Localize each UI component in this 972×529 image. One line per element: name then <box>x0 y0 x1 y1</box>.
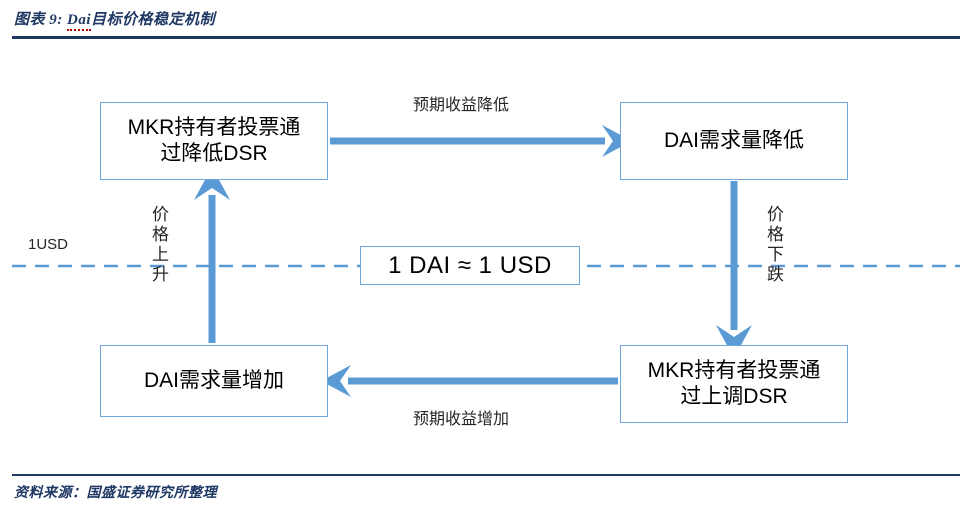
peg-axis-label: 1USD <box>28 236 69 253</box>
diagram-canvas: MKR持有者投票通 过降低DSR DAI需求量降低 DAI需求量增加 MKR持有… <box>0 40 972 472</box>
node-mkr-lower-dsr-line2: 过降低DSR <box>160 142 268 165</box>
arrow-bottom-left-direction <box>321 365 618 397</box>
node-dai-demand-down[interactable]: DAI需求量降低 <box>620 102 848 180</box>
figure-title: 图表 9: Dai目标价格稳定机制 <box>14 8 216 31</box>
arrow-down-direction <box>716 181 752 358</box>
header-divider <box>12 36 960 39</box>
edge-label-expected-yield-down: 预期收益降低 <box>413 97 510 114</box>
peg-box-label: 1 DAI ≈ 1 USD <box>388 251 552 279</box>
node-mkr-lower-dsr[interactable]: MKR持有者投票通 过降低DSR <box>100 102 328 180</box>
figure-title-token: Dai <box>67 12 91 31</box>
node-mkr-raise-dsr-line2: 过上调DSR <box>680 385 788 408</box>
figure-source: 资料来源：国盛证券研究所整理 <box>14 486 217 501</box>
node-mkr-raise-dsr-line1: MKR持有者投票通 <box>647 358 821 382</box>
edge-label-price-falls: 价格下跌 <box>764 205 783 285</box>
node-dai-demand-up[interactable]: DAI需求量增加 <box>100 345 328 417</box>
edge-label-price-rises: 价格上升 <box>149 205 168 285</box>
node-mkr-lower-dsr-line1: MKR持有者投票通 <box>127 115 301 139</box>
node-mkr-raise-dsr[interactable]: MKR持有者投票通 过上调DSR <box>620 345 848 423</box>
figure-title-prefix: 图表 9: <box>14 12 67 28</box>
peg-box: 1 DAI ≈ 1 USD <box>360 246 580 285</box>
arrow-top-right-direction <box>330 125 632 157</box>
footer-divider <box>12 474 960 476</box>
edge-label-expected-yield-up: 预期收益增加 <box>413 411 510 428</box>
diagram-connectors <box>12 125 960 397</box>
node-dai-demand-down-line1: DAI需求量降低 <box>663 128 804 152</box>
node-dai-demand-up-line1: DAI需求量增加 <box>143 368 284 392</box>
arrow-up-direction <box>194 167 230 343</box>
figure-title-suffix: 目标价格稳定机制 <box>91 12 216 28</box>
